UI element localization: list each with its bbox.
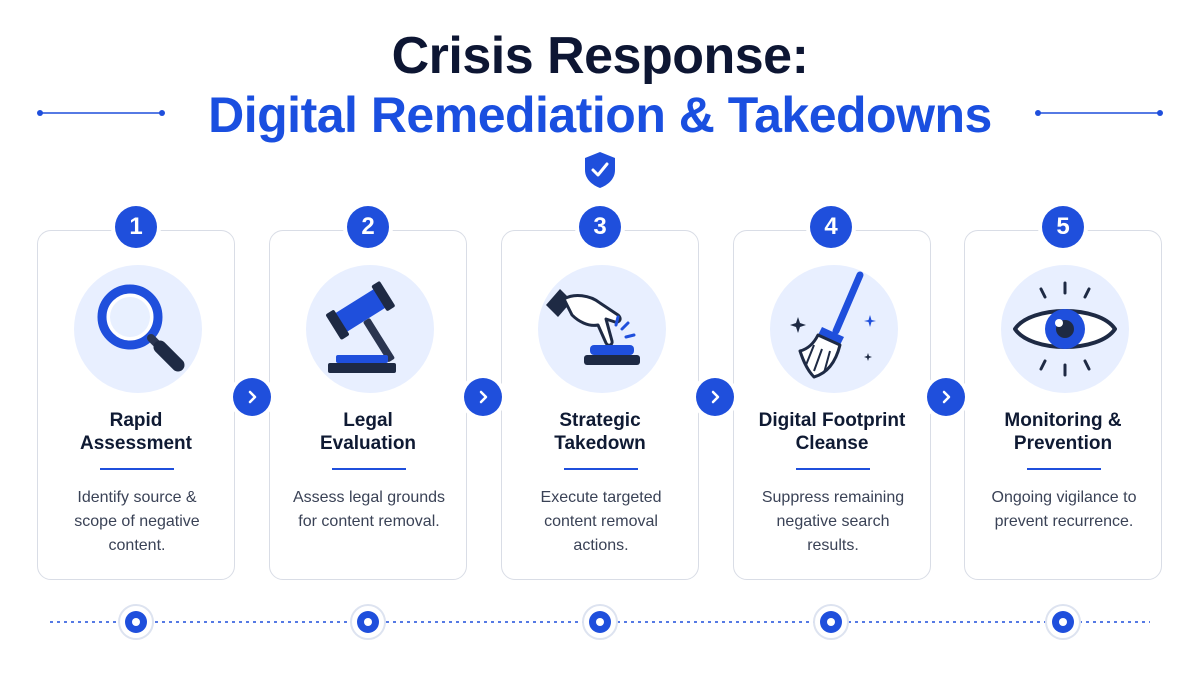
step-number-4: 4 [810, 206, 852, 248]
step-card-2: Legal Evaluation Assess legal grounds fo… [269, 230, 467, 580]
step-title: Monitoring & Prevention [1004, 410, 1122, 454]
chevron-right-icon [248, 390, 257, 404]
step-number-5: 5 [1042, 206, 1084, 248]
next-arrow-4 [927, 378, 965, 416]
icon-background [306, 265, 434, 393]
eye-icon [1013, 281, 1117, 377]
step-card-1: Rapid Assessment Identify source & scope… [37, 230, 235, 580]
title-underline [564, 468, 638, 470]
next-arrow-1 [233, 378, 271, 416]
timeline-line [50, 621, 1150, 623]
title-underline [1027, 468, 1101, 470]
step-card-4: Digital Footprint Cleanse Suppress remai… [733, 230, 931, 580]
step-number-3: 3 [579, 206, 621, 248]
icon-background [770, 265, 898, 393]
title-underline [100, 468, 174, 470]
gavel-icon [326, 281, 396, 373]
title-underline [796, 468, 870, 470]
step-title: Digital Footprint Cleanse [758, 410, 906, 454]
next-arrow-2 [464, 378, 502, 416]
title-underline [332, 468, 406, 470]
shield-divider [290, 167, 910, 169]
timeline-dot-3 [582, 604, 618, 640]
chevron-right-icon [942, 390, 951, 404]
magnifying-glass-icon [97, 284, 185, 372]
step-title: Strategic Takedown [554, 410, 646, 454]
timeline-dot-2 [350, 604, 386, 640]
step-description: Suppress remaining negative search resul… [761, 489, 905, 554]
title-left-rule [37, 110, 165, 116]
step-card-3: Strategic Takedown Execute targeted cont… [501, 230, 699, 580]
timeline-dot-1 [118, 604, 154, 640]
shield-check-icon [585, 152, 615, 188]
step-number-2: 2 [347, 206, 389, 248]
icon-background [74, 265, 202, 393]
broom-icon [790, 271, 876, 379]
chevron-right-icon [479, 390, 488, 404]
step-title: Legal Evaluation [319, 410, 417, 454]
step-number-1: 1 [115, 206, 157, 248]
timeline-dot-5 [1045, 604, 1081, 640]
title-line-1: Crisis Response: [391, 27, 809, 85]
step-description: Assess legal grounds for content removal… [292, 489, 446, 530]
hand-press-button-icon [546, 289, 640, 365]
title-line-2: Digital Remediation & Takedowns [208, 87, 992, 143]
step-card-5: Monitoring & Prevention Ongoing vigilanc… [964, 230, 1162, 580]
title-right-rule [1035, 110, 1163, 116]
timeline-dot-4 [813, 604, 849, 640]
chevron-right-icon [711, 390, 720, 404]
step-description: Identify source & scope of negative cont… [74, 489, 200, 554]
step-title: Rapid Assessment [80, 410, 192, 454]
next-arrow-3 [696, 378, 734, 416]
icon-background [538, 265, 666, 393]
step-description: Ongoing vigilance to prevent recurrence. [991, 489, 1137, 530]
icon-background [1001, 265, 1129, 393]
step-description: Execute targeted content removal actions… [540, 489, 662, 554]
